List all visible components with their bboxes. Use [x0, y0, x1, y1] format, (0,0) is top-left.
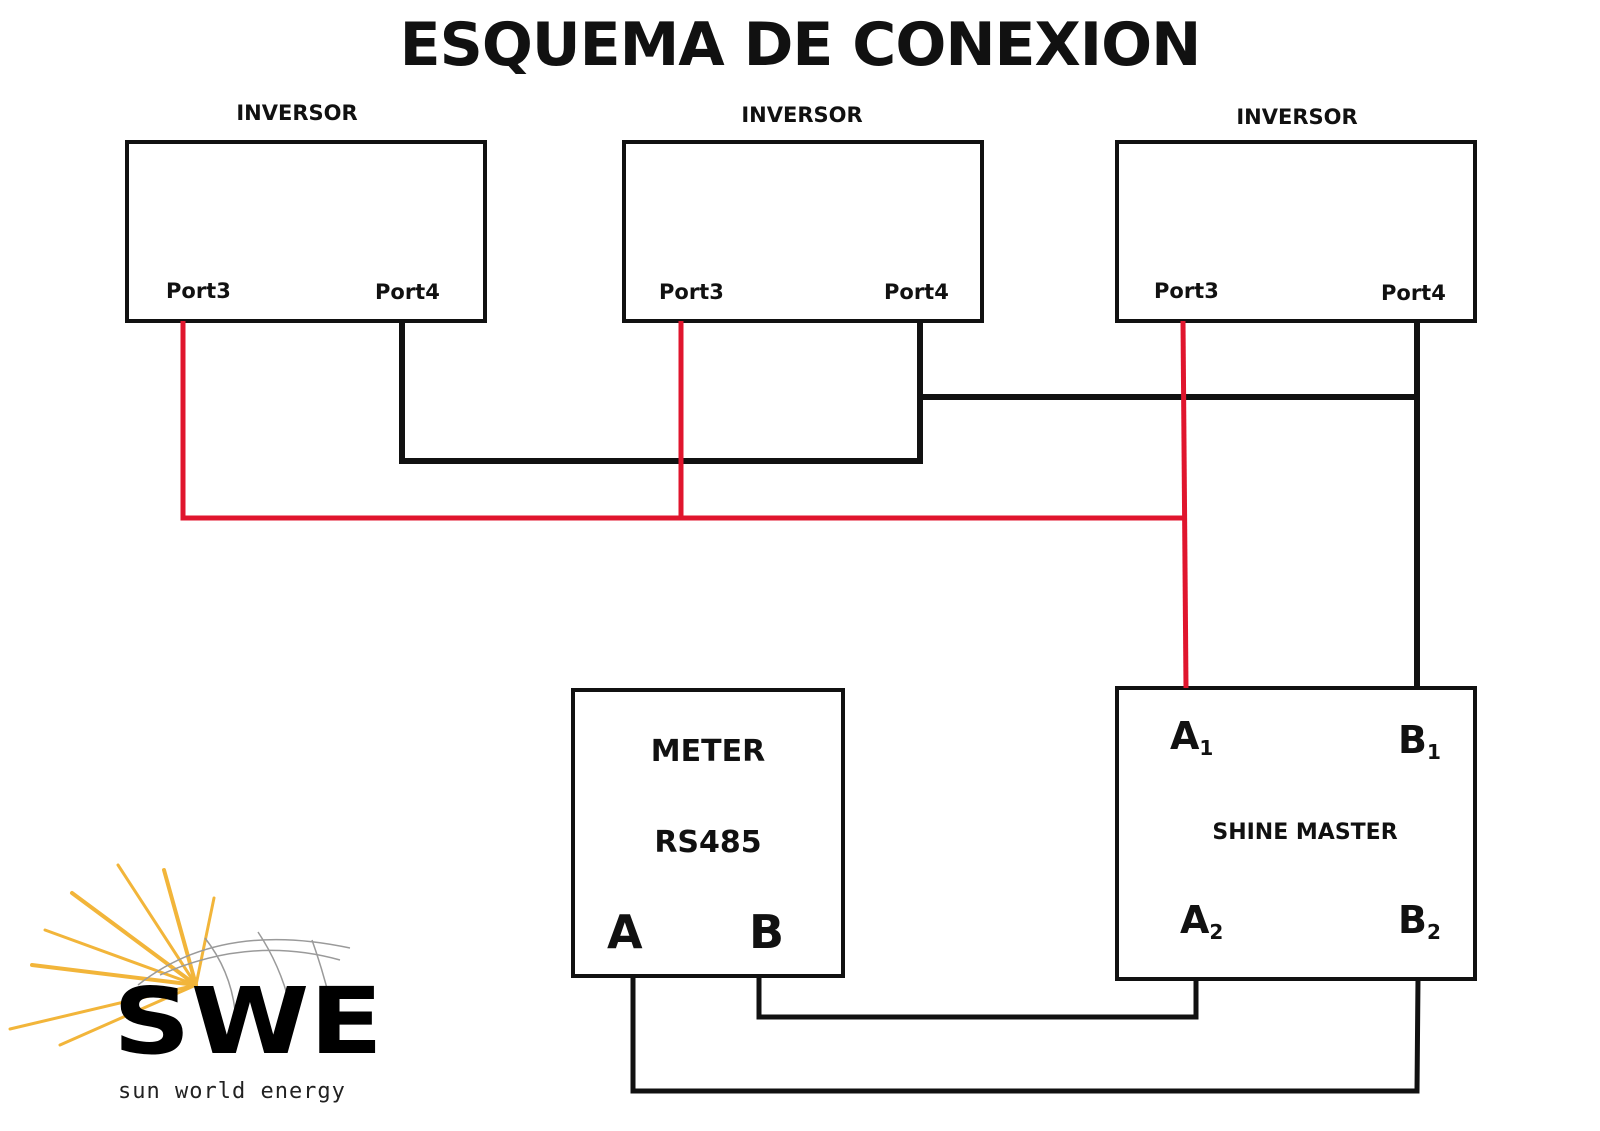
shine-master-label: SHINE MASTER — [1212, 820, 1398, 845]
inverter-3-port3: Port3 — [1154, 279, 1219, 303]
meter-box — [571, 688, 845, 978]
shine-master-box — [1115, 686, 1477, 981]
shine-master-terminal-b1: B1 — [1398, 718, 1441, 764]
terminal-a1-subscript: 1 — [1199, 736, 1214, 760]
inverter-1-title: INVERSOR — [236, 101, 358, 125]
black-wire-meter-a-to-b2 — [630, 976, 1421, 1094]
shine-master-terminal-b2: B2 — [1398, 898, 1441, 944]
inverter-3-title: INVERSOR — [1236, 105, 1358, 129]
swe-logo-text: SWE — [113, 975, 383, 1061]
inverter-box-3 — [1115, 140, 1477, 323]
meter-label: METER — [650, 734, 766, 769]
terminal-a2-subscript: 2 — [1209, 920, 1224, 944]
inverter-2-port4: Port4 — [884, 280, 949, 304]
terminal-a1-letter: A — [1170, 714, 1200, 758]
terminal-b2-subscript: 2 — [1426, 920, 1441, 944]
terminal-b1-letter: B — [1398, 718, 1427, 762]
inverter-box-2 — [622, 140, 984, 323]
terminal-b1-subscript: 1 — [1426, 740, 1441, 764]
black-wire-port4-inv1-to-inv2 — [399, 321, 923, 464]
sun-rays-graphic — [8, 863, 216, 1047]
inverter-1-port4: Port4 — [375, 280, 440, 304]
inverter-3-port4: Port4 — [1381, 281, 1446, 305]
inverter-1-port3: Port3 — [166, 279, 231, 303]
red-wire-port3-inv3-to-a1 — [1180, 320, 1189, 689]
globe-graphic — [137, 931, 351, 1011]
meter-terminal-b: B — [749, 905, 785, 959]
shine-master-terminal-a2: A2 — [1180, 898, 1223, 944]
inverter-2-port3: Port3 — [659, 280, 724, 304]
terminal-b2-letter: B — [1398, 898, 1427, 942]
red-wire-port3-bus — [180, 321, 1183, 521]
page-title: ESQUEMA DE CONEXION — [399, 10, 1202, 80]
meter-terminal-a: A — [607, 905, 643, 959]
black-wire-meter-b-to-a2 — [756, 976, 1199, 1020]
terminal-a2-letter: A — [1180, 898, 1210, 942]
swe-logo-tagline: sun world energy — [118, 1079, 346, 1104]
swe-logo-mark: SWE — [113, 975, 383, 1061]
shine-master-terminal-a1: A1 — [1170, 714, 1213, 760]
inverter-2-title: INVERSOR — [741, 103, 863, 127]
inverter-box-1 — [125, 140, 487, 323]
meter-protocol-label: RS485 — [654, 825, 762, 860]
